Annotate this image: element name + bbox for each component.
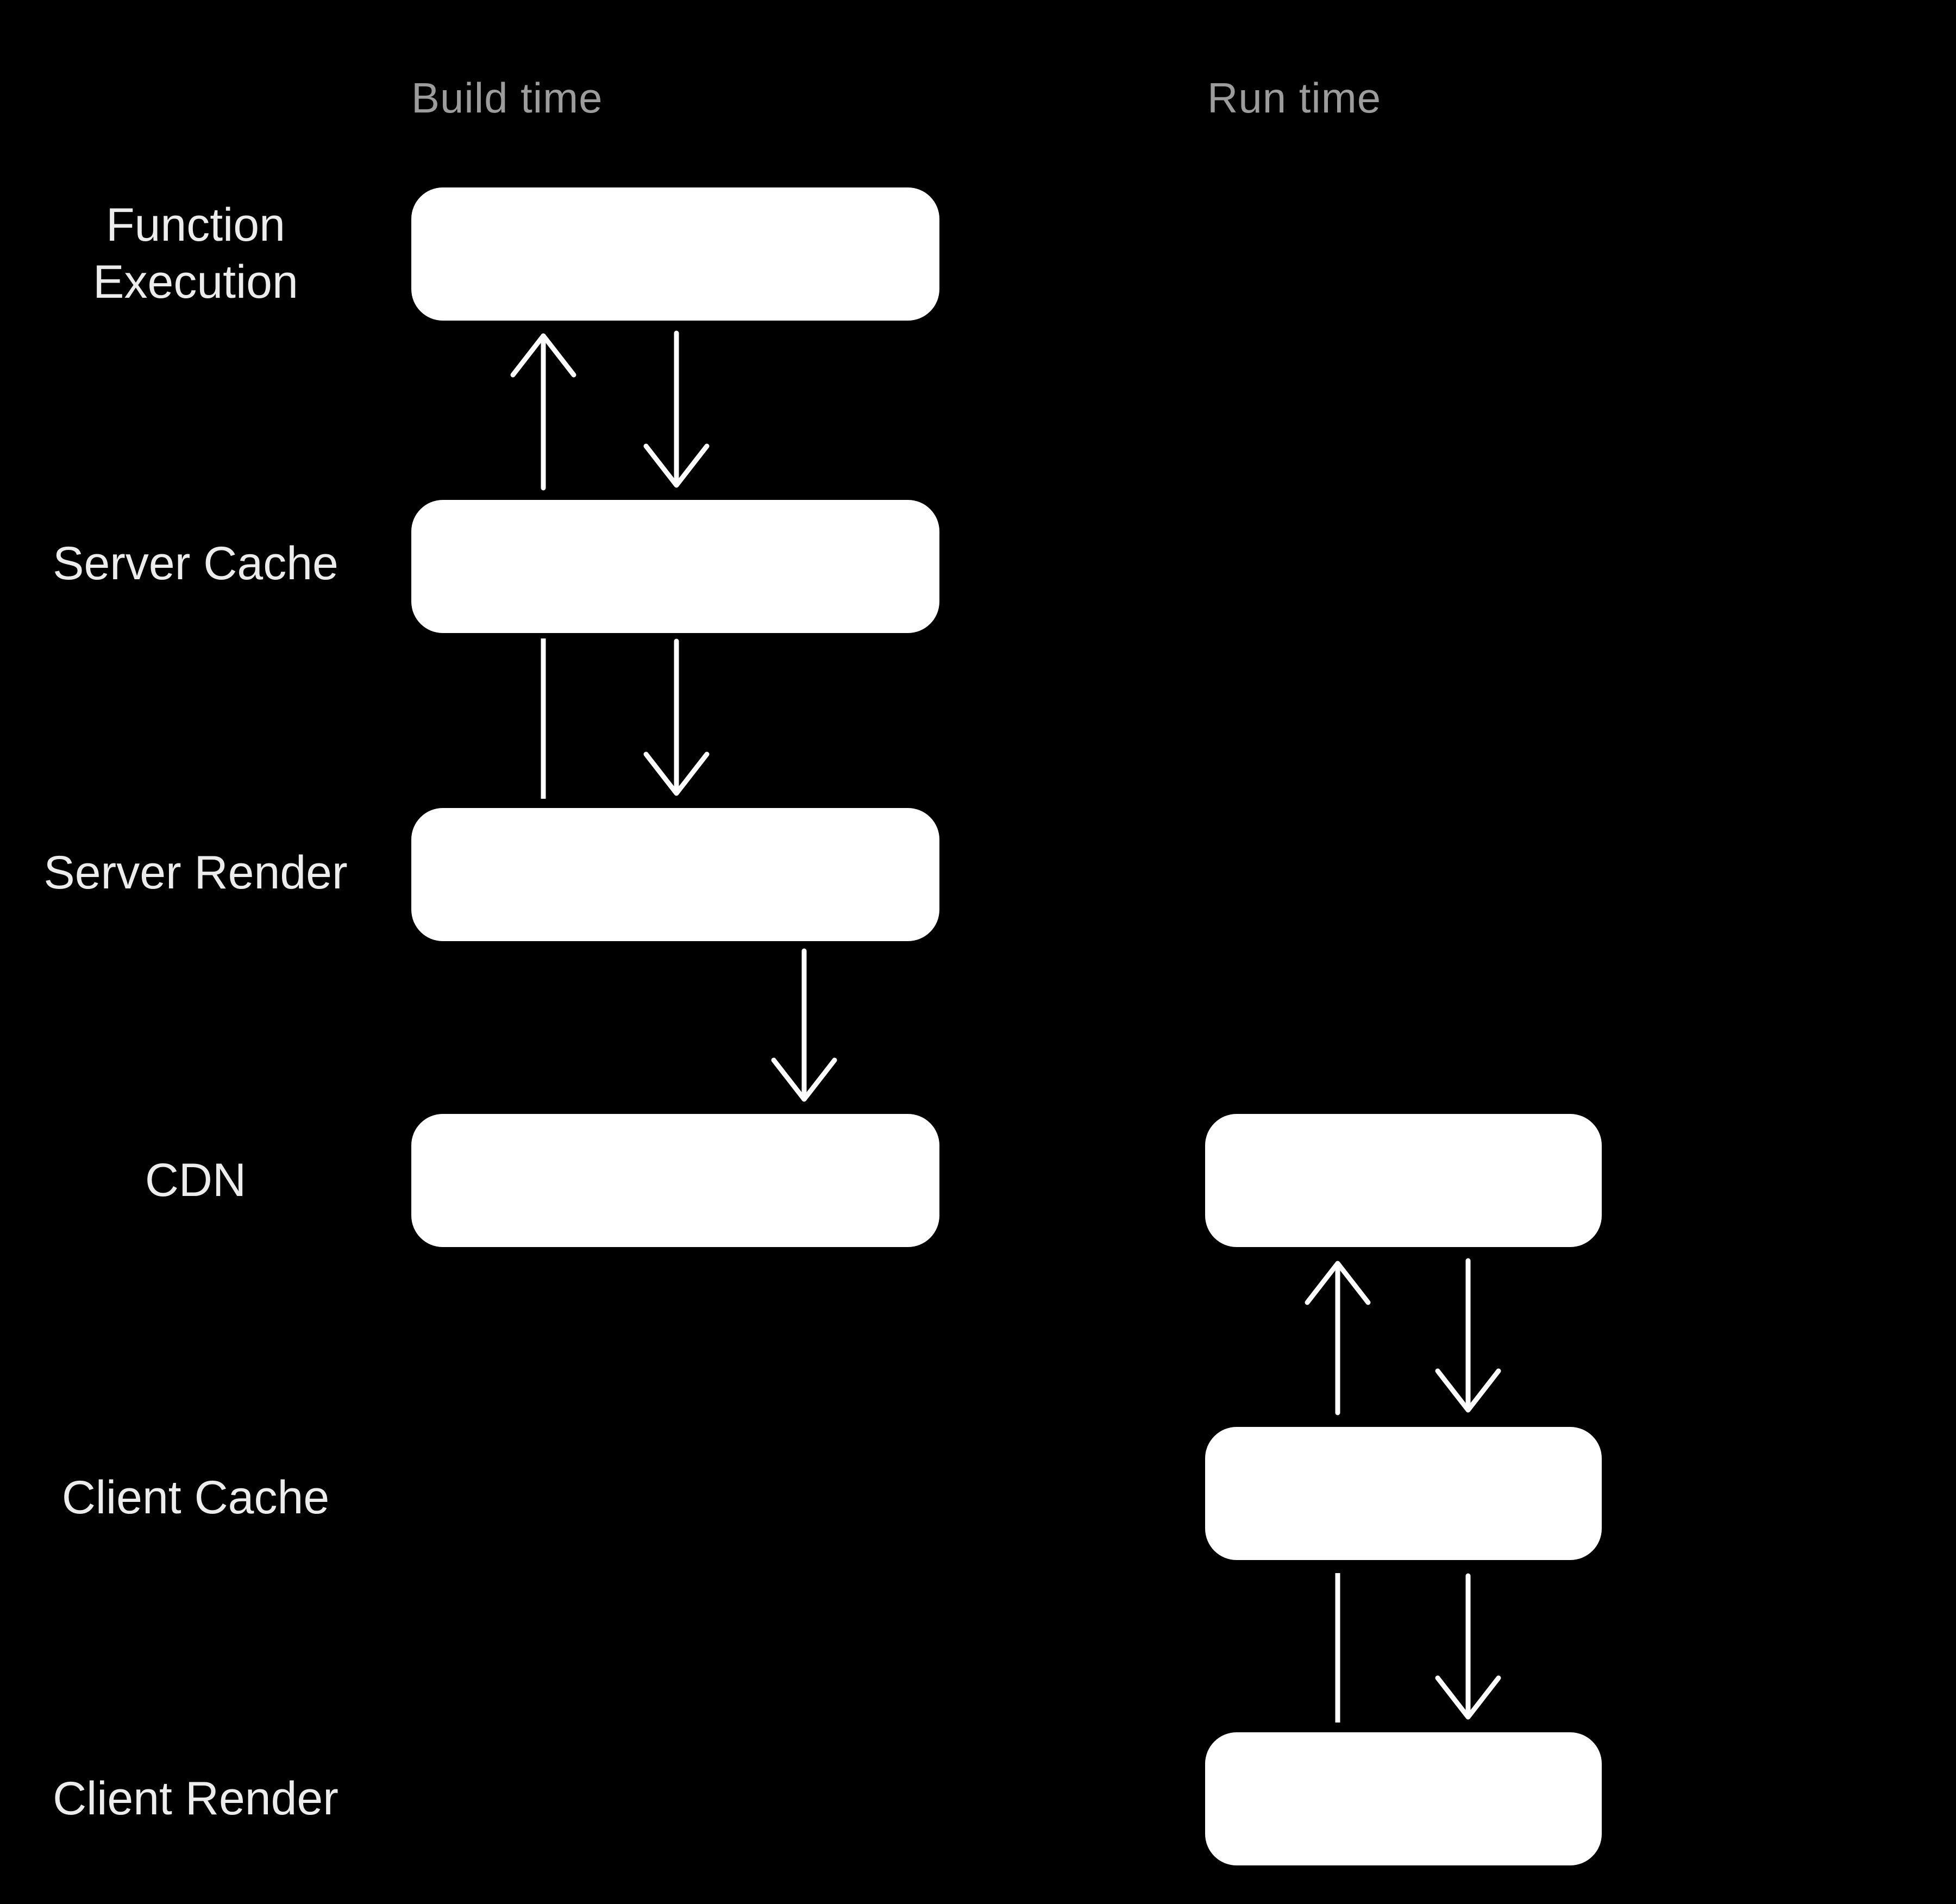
row-label-function-execution: Function Execution bbox=[93, 199, 298, 308]
arrow-down-icon bbox=[771, 948, 837, 1102]
arrow-down-icon bbox=[1435, 1573, 1501, 1720]
arrow-down-icon bbox=[1435, 1258, 1501, 1413]
box-build-function-execution bbox=[411, 187, 939, 321]
row-label-cdn: CDN bbox=[145, 1154, 247, 1206]
box-run-cdn bbox=[1205, 1114, 1602, 1247]
column-header-run-time: Run time bbox=[1207, 74, 1382, 122]
row-label-client-cache: Client Cache bbox=[61, 1471, 330, 1524]
box-run-client-cache bbox=[1205, 1427, 1602, 1560]
arrow-up-icon bbox=[1305, 1261, 1371, 1416]
box-build-server-render bbox=[411, 808, 939, 941]
column-header-build-time: Build time bbox=[411, 74, 603, 122]
connector-line-up bbox=[541, 638, 546, 799]
connector-line-up bbox=[1335, 1573, 1340, 1723]
arrow-up-icon bbox=[510, 333, 576, 491]
box-run-client-render bbox=[1205, 1732, 1602, 1865]
box-build-server-cache bbox=[411, 500, 939, 633]
box-build-cdn bbox=[411, 1114, 939, 1247]
row-label-server-render: Server Render bbox=[43, 846, 348, 899]
arrow-down-icon bbox=[643, 330, 710, 488]
arrow-down-icon bbox=[643, 638, 710, 796]
row-label-server-cache: Server Cache bbox=[53, 537, 338, 590]
row-label-client-render: Client Render bbox=[53, 1772, 338, 1825]
